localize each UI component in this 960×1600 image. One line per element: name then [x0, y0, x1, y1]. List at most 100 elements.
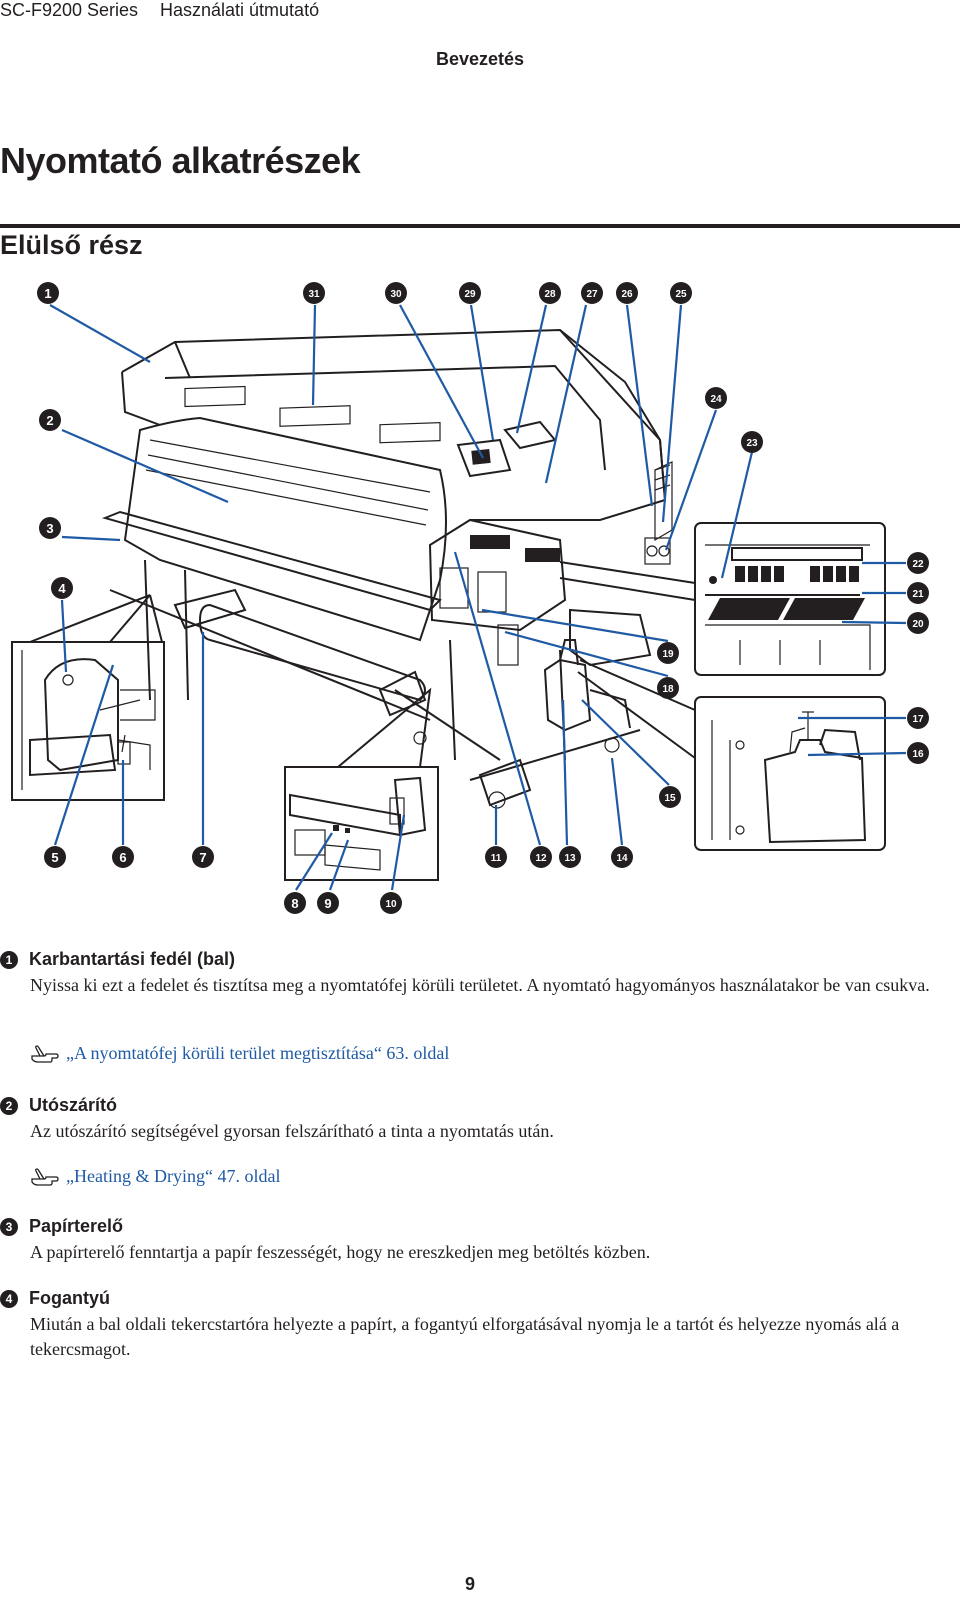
item-number-badge: 4	[0, 1289, 18, 1308]
svg-text:20: 20	[912, 619, 924, 630]
callout-10: 10	[380, 892, 402, 914]
callout-8: 8	[284, 892, 306, 914]
svg-text:17: 17	[912, 714, 924, 725]
inset-pointer-ink-2	[559, 577, 696, 601]
svg-text:21: 21	[912, 589, 924, 600]
callout-13: 13	[559, 846, 581, 868]
svg-text:1: 1	[44, 286, 51, 301]
svg-text:28: 28	[544, 289, 556, 300]
svg-text:5: 5	[51, 850, 58, 865]
inset-handle	[11, 641, 165, 801]
svg-text:23: 23	[746, 438, 758, 449]
page-title: Nyomtató alkatrészek	[0, 140, 361, 181]
title-rule	[0, 224, 960, 228]
callout-2: 2	[39, 409, 61, 431]
inset-roll-holder	[284, 766, 439, 881]
inset-pointer-bottle-2	[579, 659, 696, 711]
callout-27: 27	[581, 282, 603, 304]
cross-reference-text: „Heating & Drying“ 47. oldal	[66, 1166, 281, 1186]
callout-14: 14	[611, 846, 633, 868]
callout-4: 4	[51, 577, 73, 599]
inset-ink-supply	[694, 522, 886, 676]
callout-18: 18	[657, 677, 679, 699]
item-description: Az utószárító segítségével gyorsan felsz…	[30, 1121, 554, 1141]
svg-text:19: 19	[662, 649, 674, 660]
svg-text:9: 9	[324, 896, 331, 911]
svg-text:18: 18	[662, 684, 674, 695]
item-name: Fogantyú	[29, 1288, 110, 1308]
callout-12: 12	[530, 846, 552, 868]
hand-pointer-icon	[31, 1167, 59, 1186]
svg-text:30: 30	[390, 289, 402, 300]
leader-lines	[49, 304, 907, 891]
callout-9: 9	[317, 892, 339, 914]
item-number-badge: 1	[0, 950, 18, 969]
svg-text:24: 24	[710, 394, 722, 405]
printer-front-diagram: 1 2 3 4 5 6 7 8 9 10 11 12 13 14 15 16 1…	[11, 282, 929, 914]
svg-text:7: 7	[199, 850, 206, 865]
callout-29: 29	[459, 282, 481, 304]
callout-30: 30	[385, 282, 407, 304]
item-name: Karbantartási fedél (bal)	[29, 949, 236, 969]
svg-text:29: 29	[464, 289, 476, 300]
svg-text:25: 25	[675, 289, 687, 300]
callout-26: 26	[616, 282, 638, 304]
callout-16: 16	[907, 742, 929, 764]
callout-24: 24	[705, 387, 727, 409]
callout-31: 31	[303, 282, 325, 304]
inset-pointer-bottle	[577, 671, 696, 759]
printer-illustration	[101, 328, 673, 809]
svg-text:3: 3	[46, 521, 53, 536]
svg-text:26: 26	[621, 289, 633, 300]
callout-1: 1	[37, 282, 59, 304]
svg-text:22: 22	[912, 559, 924, 570]
cross-reference-link[interactable]: „Heating & Drying“ 47. oldal	[30, 1166, 280, 1187]
svg-text:8: 8	[291, 896, 298, 911]
inset-pointer-handle	[29, 594, 163, 643]
callout-22: 22	[907, 552, 929, 574]
inset-pointer-roll-holder	[337, 687, 432, 768]
svg-text:6: 6	[119, 850, 126, 865]
item-description: A papírterelő fenntartja a papír feszess…	[30, 1242, 651, 1262]
item-description: Nyissa ki ezt a fedelet és tisztítsa meg…	[30, 975, 930, 995]
svg-text:13: 13	[564, 853, 576, 864]
item-name: Utószárító	[29, 1095, 118, 1115]
cross-reference-link[interactable]: „A nyomtatófej körüli terület megtisztít…	[30, 1043, 449, 1064]
inset-waste-ink-bottle	[694, 696, 886, 851]
item-number-badge: 3	[0, 1217, 18, 1236]
page-number: 9	[464, 1574, 475, 1594]
callout-20: 20	[907, 612, 929, 634]
section-title: Bevezetés	[435, 49, 525, 69]
callout-23: 23	[741, 431, 763, 453]
svg-text:4: 4	[58, 581, 66, 596]
svg-text:14: 14	[616, 853, 628, 864]
callout-7: 7	[192, 846, 214, 868]
cross-reference-text: „A nyomtatófej körüli terület megtisztít…	[66, 1043, 450, 1063]
hand-pointer-icon	[31, 1044, 59, 1063]
item-name: Papírterelő	[29, 1216, 124, 1236]
callout-15: 15	[659, 786, 681, 808]
callout-25: 25	[670, 282, 692, 304]
subheading: Elülső rész	[0, 230, 143, 260]
svg-text:12: 12	[535, 853, 547, 864]
svg-text:2: 2	[46, 413, 53, 428]
header-series: SC-F9200 Series	[0, 0, 139, 20]
callout-11: 11	[485, 846, 507, 868]
callout-19: 19	[657, 642, 679, 664]
header-guide-title: Használati útmutató	[160, 0, 320, 20]
callout-3: 3	[39, 517, 61, 539]
callout-21: 21	[907, 582, 929, 604]
item-description: Miután a bal oldali tekercstartóra helye…	[30, 1314, 900, 1359]
svg-text:27: 27	[586, 289, 598, 300]
callout-6: 6	[112, 846, 134, 868]
svg-text:10: 10	[385, 899, 397, 910]
svg-text:15: 15	[664, 793, 676, 804]
callout-17: 17	[907, 707, 929, 729]
callout-5: 5	[44, 846, 66, 868]
svg-text:11: 11	[491, 853, 502, 864]
svg-text:16: 16	[912, 749, 924, 760]
svg-text:31: 31	[308, 289, 320, 300]
item-number-badge: 2	[0, 1096, 18, 1115]
callout-28: 28	[539, 282, 561, 304]
inset-pointer-ink	[559, 561, 696, 584]
